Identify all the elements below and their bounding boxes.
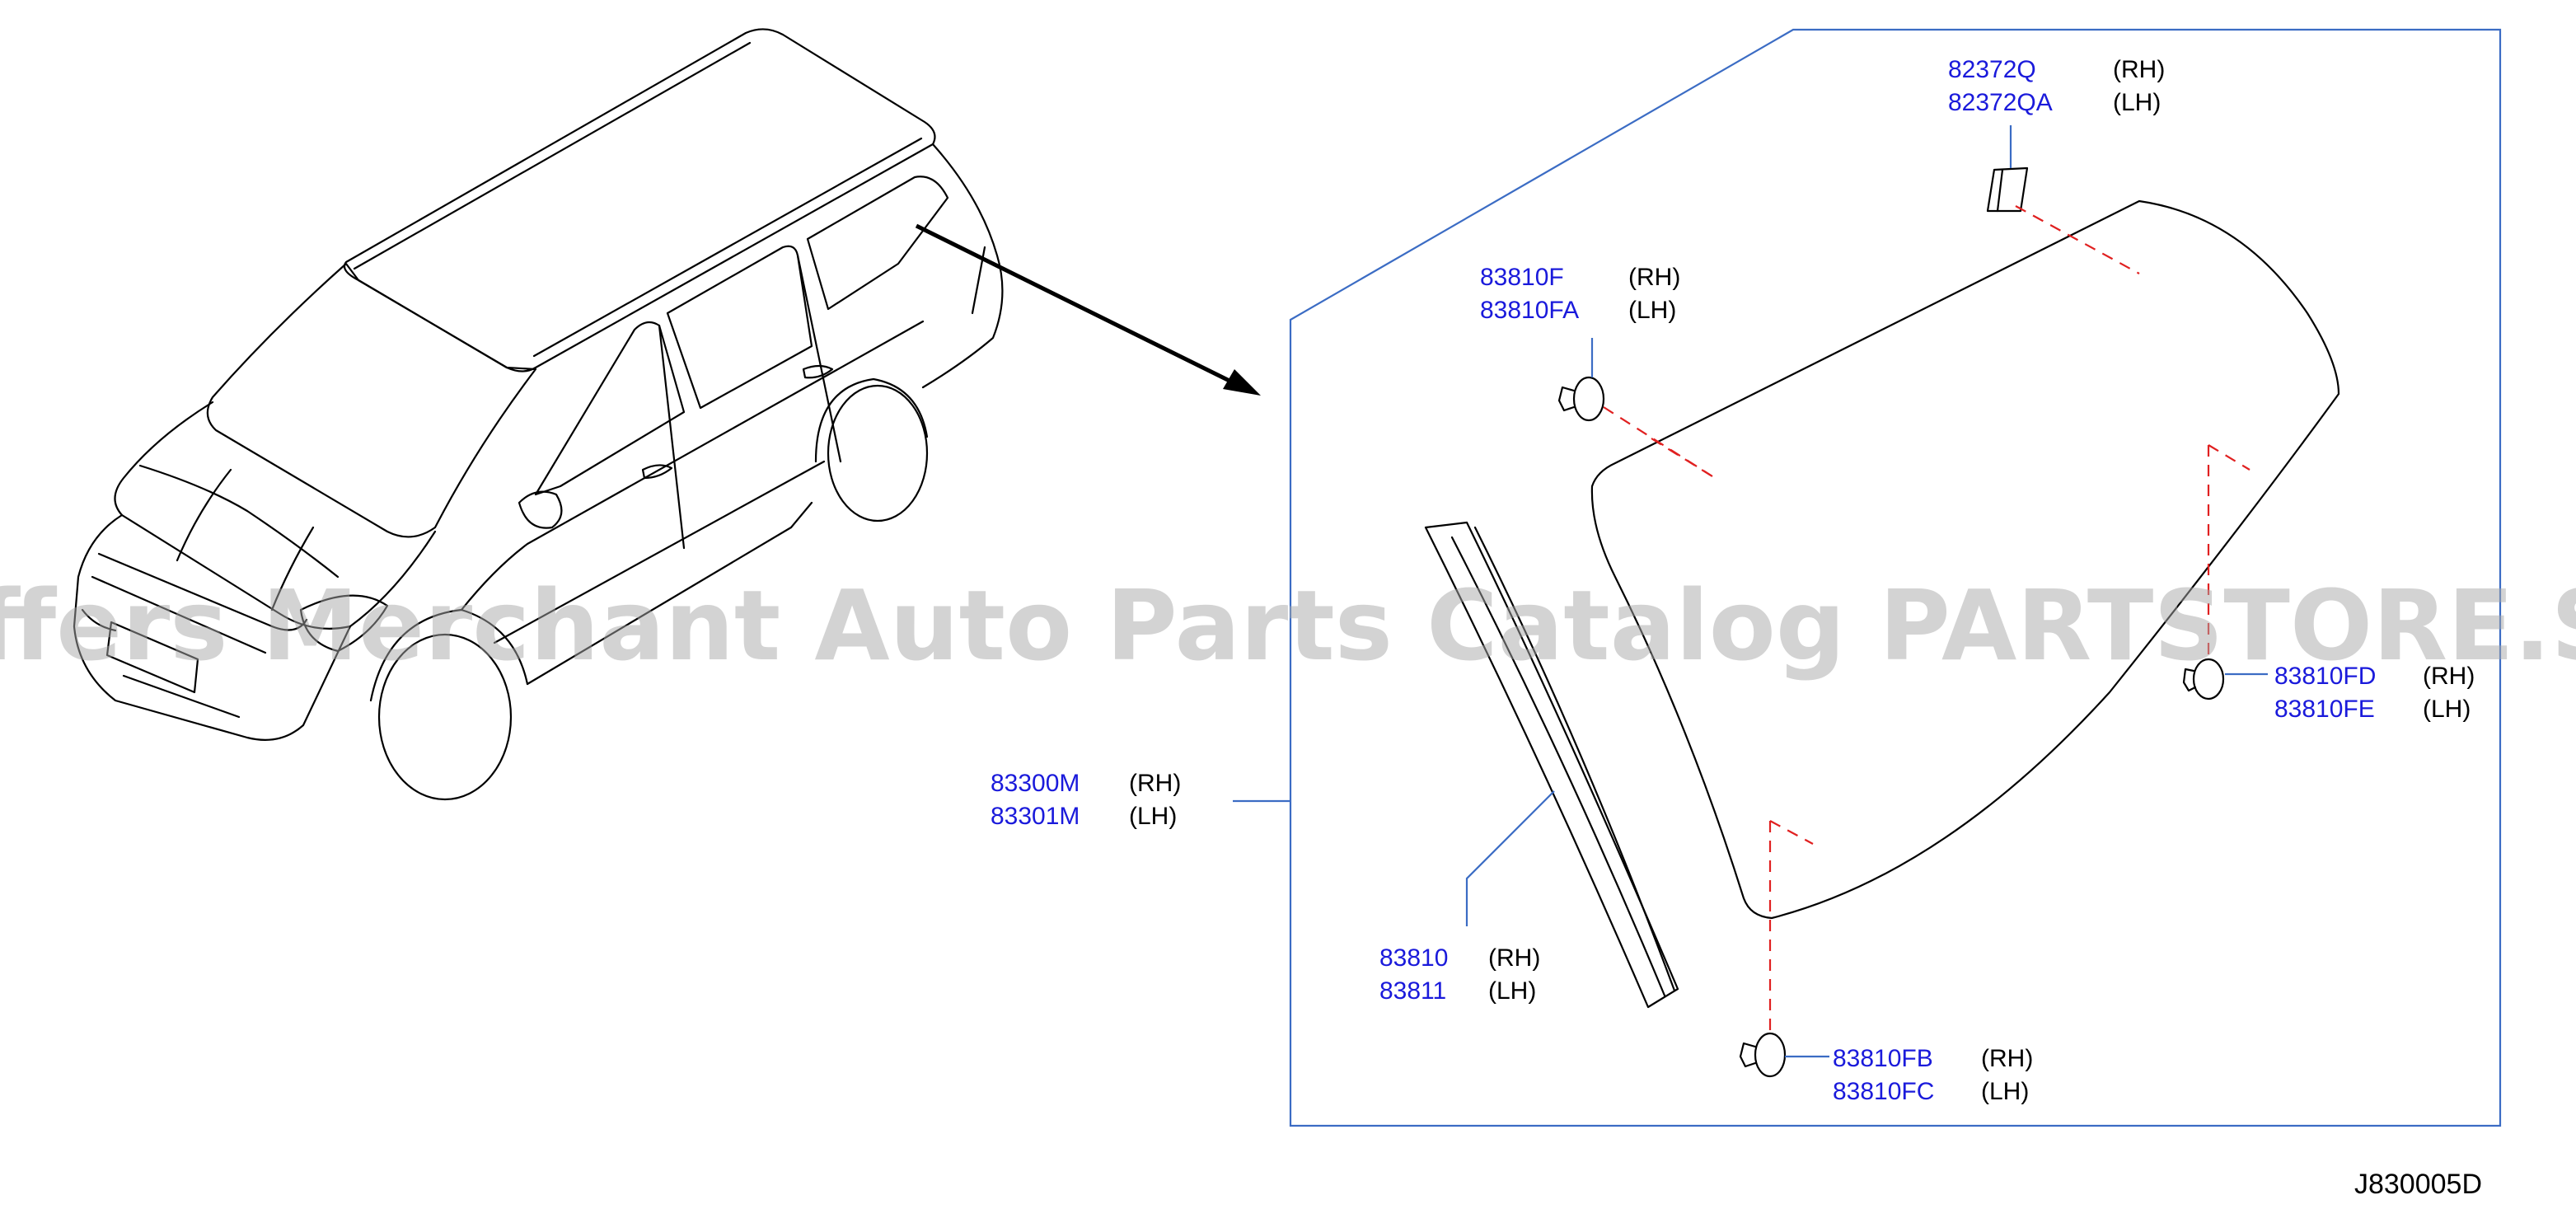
part-number: 83810F (1480, 264, 1564, 291)
part-number: 82372QA (1948, 89, 2053, 116)
part-number: 82372Q (1948, 56, 2036, 83)
part-number: 83810FE (2274, 696, 2375, 723)
part-number: 83810FB (1833, 1045, 1933, 1072)
callout-83810fd: 83810FD (RH) 83810FE (LH) (2274, 663, 2475, 723)
watermark: Offers Merchant Auto Parts Catalog PARTS… (0, 569, 2576, 682)
part-number: 83810FD (2274, 663, 2376, 690)
side-label: (LH) (1129, 803, 1177, 830)
assembly-guides (1603, 205, 2250, 1033)
fastener-83810fb (1739, 1032, 1787, 1078)
reference-code: J830005D (2354, 1169, 2482, 1200)
quarter-glass (1590, 199, 2340, 920)
callout-83810: 83810 (RH) 83811 (LH) (1379, 944, 1540, 1005)
molding-strip (1424, 521, 1679, 1009)
side-label: (RH) (1981, 1045, 2033, 1072)
side-label: (RH) (1488, 944, 1540, 972)
callout-83810f: 83810F (RH) 83810FA (LH) (1480, 264, 1680, 324)
leader-lines (1233, 125, 2268, 1058)
part-number: 83300M (991, 770, 1080, 797)
part-number: 83810FC (1833, 1078, 1934, 1105)
part-number: 83301M (991, 803, 1080, 830)
spacer-clip-82372q (1986, 166, 2029, 213)
side-label: (LH) (1628, 297, 1676, 324)
side-label: (RH) (1628, 264, 1680, 291)
side-label: (LH) (1488, 977, 1536, 1005)
detail-frame (1289, 28, 2502, 1127)
part-number: 83810 (1379, 944, 1448, 972)
part-number: 83811 (1379, 977, 1446, 1005)
callout-82372q: 82372Q (RH) 82372QA (LH) (1948, 56, 2165, 116)
callout-83810fb: 83810FB (RH) 83810FC (LH) (1833, 1045, 2033, 1105)
part-number: 83810FA (1480, 297, 1579, 324)
side-label: (LH) (1981, 1078, 2029, 1105)
fastener-83810fd (2182, 658, 2225, 701)
side-label: (RH) (2113, 56, 2165, 83)
side-label: (RH) (2423, 663, 2475, 690)
pointer-arrow (915, 223, 1261, 396)
side-label: (RH) (1129, 770, 1181, 797)
vehicle-illustration (73, 28, 1004, 801)
callout-83300m: 83300M (RH) 83301M (LH) (991, 770, 1181, 830)
side-label: (LH) (2423, 696, 2471, 723)
fastener-83810f (1557, 376, 1605, 422)
side-label: (LH) (2113, 89, 2161, 116)
